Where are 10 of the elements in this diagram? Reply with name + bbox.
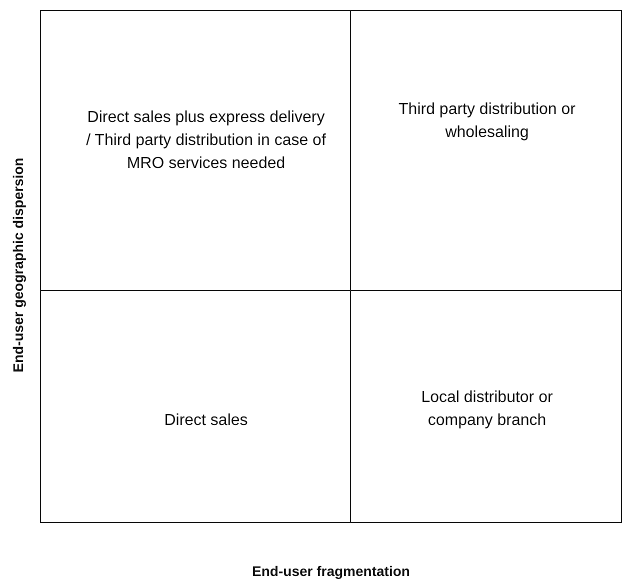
- quadrant-panel: [350, 290, 622, 523]
- y-axis-label: End-user geographic dispersion: [10, 158, 26, 372]
- quadrant-panel: [40, 290, 351, 523]
- x-axis-label: End-user fragmentation: [252, 563, 410, 579]
- quadrant-panel: [40, 10, 351, 291]
- quadrant-text: Local distributor or company branch: [420, 388, 554, 431]
- quadrant-panel: [350, 10, 622, 291]
- quadrant-text: Third party distribution or wholesaling: [398, 100, 576, 143]
- quadrant-text: Direct sales plus express delivery / Third party distribution in case of MRO services needed: [86, 108, 326, 174]
- quadrant-text: Direct sales: [163, 411, 249, 431]
